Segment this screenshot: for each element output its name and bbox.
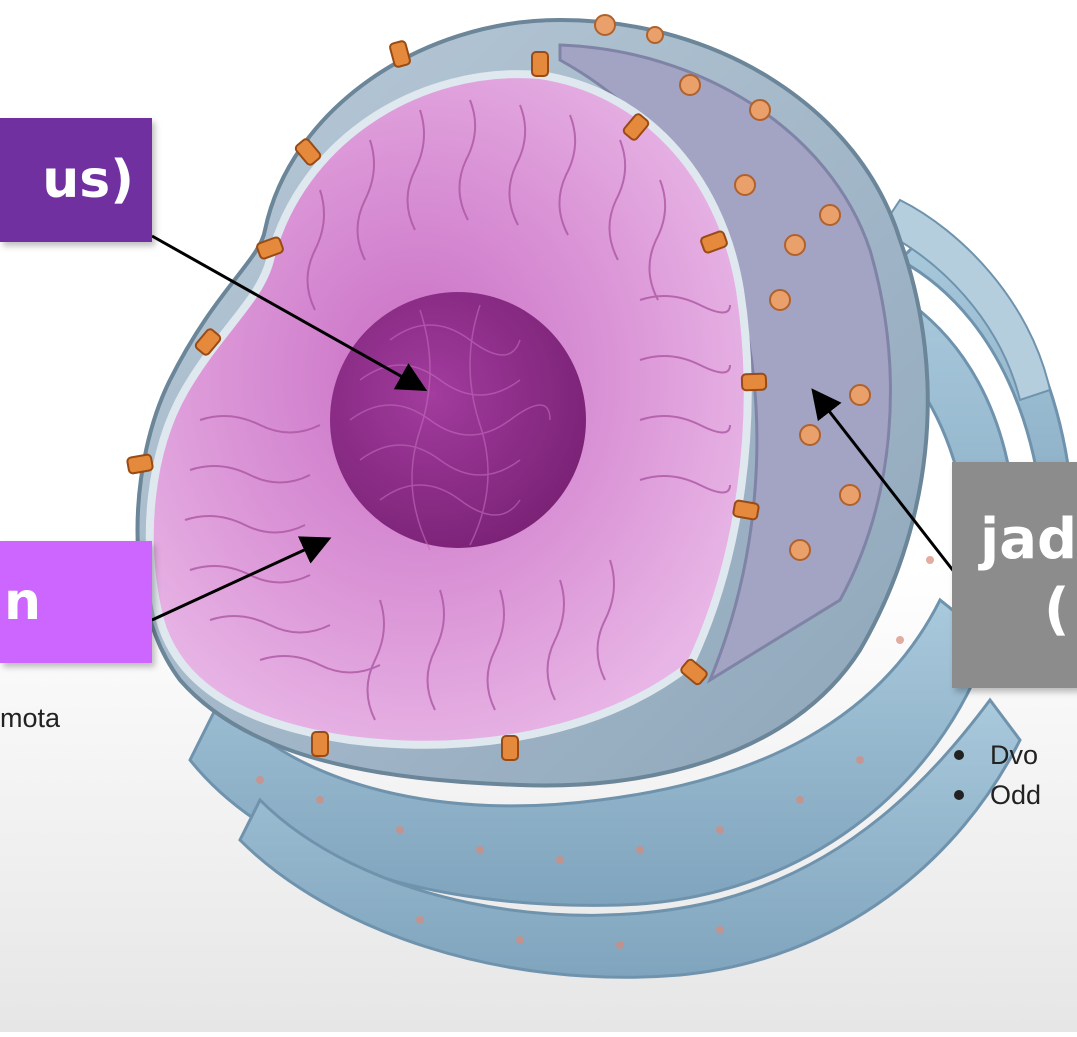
envelope-bullet-list: Dvo Odd bbox=[946, 735, 1041, 815]
envelope-bullet: Dvo bbox=[946, 735, 1041, 775]
bullet-dot-icon bbox=[954, 750, 964, 760]
bullet-dot-icon bbox=[954, 790, 964, 800]
nuclear-envelope-label-line1: jad bbox=[980, 505, 1077, 575]
envelope-bullet-text: Odd bbox=[990, 780, 1041, 810]
envelope-bullet: Odd bbox=[946, 775, 1041, 815]
nucleolus bbox=[330, 292, 586, 548]
chromatin-label: n bbox=[0, 541, 152, 663]
nucleolus-label: us) bbox=[0, 118, 152, 242]
nuclear-envelope-label-line2: ( k bbox=[980, 575, 1077, 645]
chromatin-note: mota bbox=[0, 703, 60, 734]
envelope-bullet-text: Dvo bbox=[990, 740, 1038, 770]
nuclear-envelope-label: jad ( k bbox=[952, 462, 1077, 688]
